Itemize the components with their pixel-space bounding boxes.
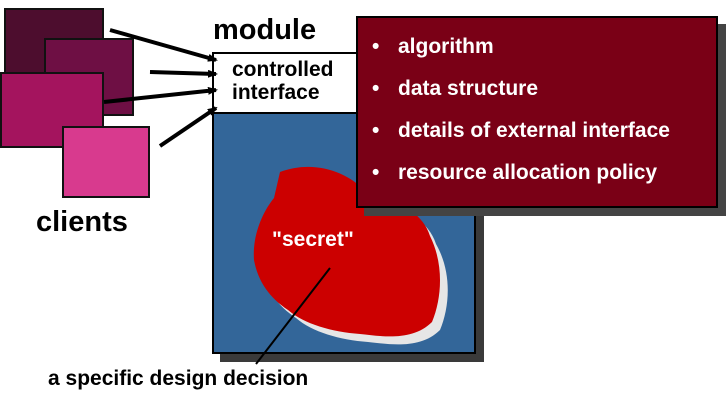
secret-item-label: algorithm (398, 35, 494, 58)
secret-item-label: resource allocation policy (398, 161, 658, 184)
secrets-panel: • algorithm • data structure • details of e… (356, 16, 718, 208)
bullet-icon: • (372, 35, 380, 58)
arrow-client-1 (109, 28, 218, 62)
secret-item-label: data structure (398, 77, 539, 100)
secret-item-external-interface: • details of external interface (372, 118, 716, 160)
interface-box (212, 52, 362, 114)
interface-label-line-1: controlled (232, 58, 334, 81)
arrow-client-3 (103, 86, 218, 104)
arrow-client-4 (158, 106, 218, 148)
client-box-4 (62, 126, 150, 198)
secrets-list: • algorithm • data structure • details of e… (358, 18, 716, 202)
design-decision-label: a specific design decision (48, 367, 309, 390)
secret-item-label: details of external interface (398, 119, 670, 142)
secret-item-resource-policy: • resource allocation policy (372, 160, 716, 202)
interface-label-line-2: interface (232, 81, 320, 104)
module-label: module (213, 14, 317, 46)
secret-item-data-structure: • data structure (372, 76, 716, 118)
interface-label: controlled interface (232, 58, 334, 104)
bullet-icon: • (372, 119, 380, 142)
bullet-icon: • (372, 161, 380, 184)
bullet-icon: • (372, 77, 380, 100)
clients-label: clients (36, 206, 128, 238)
secret-label: "secret" (272, 228, 354, 251)
decision-pointer-line (255, 267, 331, 365)
arrow-client-2 (149, 69, 218, 78)
secret-item-algorithm: • algorithm (372, 34, 716, 76)
